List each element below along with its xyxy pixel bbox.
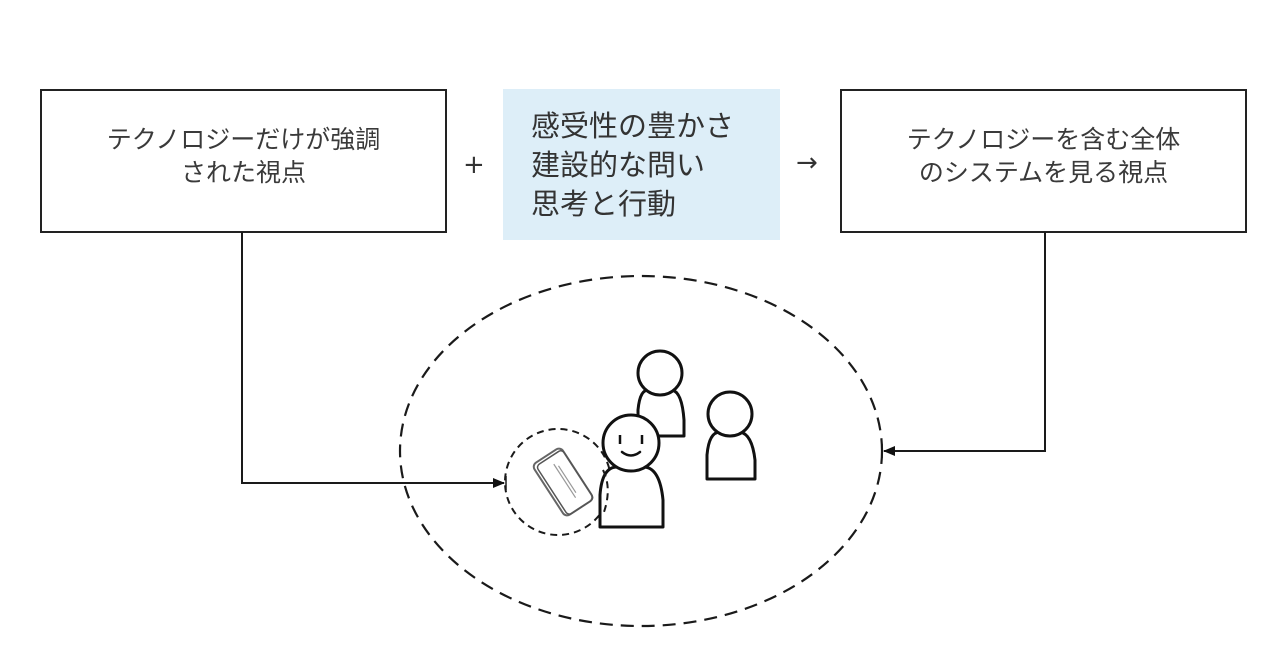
left-box-line-2: された視点	[180, 158, 306, 187]
right-box-line-2: のシステムを見る視点	[918, 158, 1169, 187]
person-front-body	[598, 465, 665, 529]
connector-right-to-system	[883, 232, 1046, 456]
connector-left-to-device	[241, 232, 505, 488]
quality-sensitivity: 感受性の豊かさ	[531, 109, 735, 143]
technology-only-viewpoint-text: テクノロジーだけが強調 された視点	[107, 123, 381, 189]
right-box-line-1: テクノロジーを含む全体	[906, 125, 1181, 154]
person-back-head	[636, 349, 684, 397]
person-front-head	[601, 413, 661, 473]
person-right-body	[705, 430, 757, 481]
smartphone-icon	[532, 447, 594, 517]
quality-thought-and-action: 思考と行動	[531, 187, 677, 221]
qualities-box: 感受性の豊かさ 建設的な問い 思考と行動	[503, 89, 780, 240]
whole-system-viewpoint-text: テクノロジーを含む全体 のシステムを見る視点	[907, 123, 1181, 189]
whole-system-viewpoint-box: テクノロジーを含む全体 のシステムを見る視点	[840, 89, 1247, 233]
person-right	[705, 390, 757, 481]
person-front-smile	[620, 450, 642, 457]
person-front-body-dashed-overlap	[602, 469, 609, 513]
person-front	[598, 413, 665, 529]
result-arrow-operator: →	[796, 148, 818, 178]
plus-operator: +	[463, 150, 485, 180]
technology-only-viewpoint-box: テクノロジーだけが強調 された視点	[40, 89, 447, 233]
left-box-line-1: テクノロジーだけが強調	[106, 125, 381, 154]
person-right-head	[706, 390, 754, 438]
quality-constructive-questions: 建設的な問い	[531, 148, 706, 182]
